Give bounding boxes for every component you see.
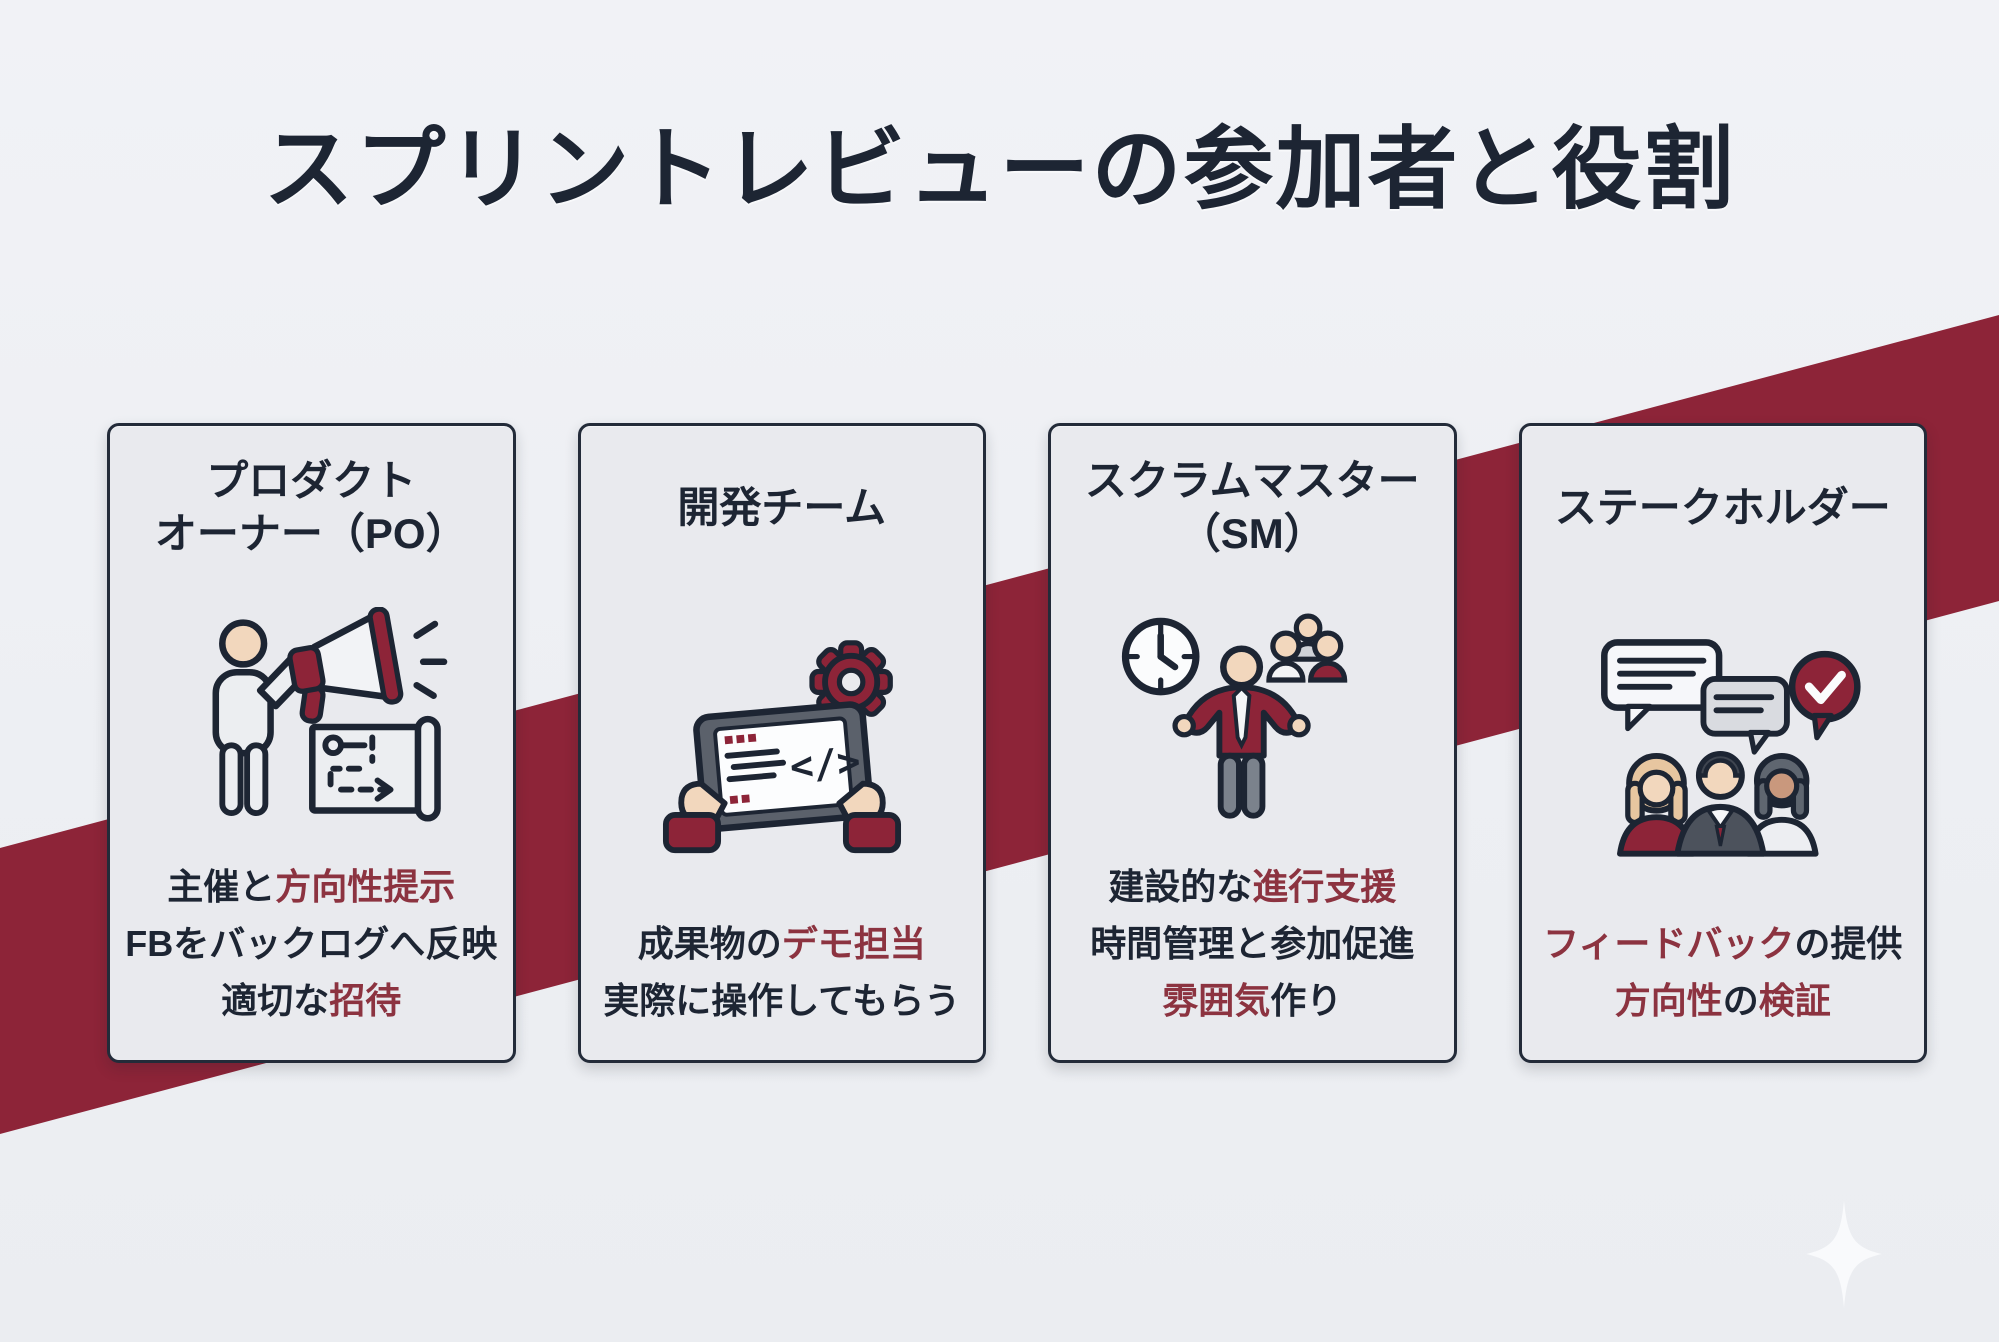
text-segment: FBをバックログへ反映 — [125, 923, 498, 965]
body-line: 適切な招待 — [116, 973, 507, 1030]
card-dev-team-icon-zone: </> — [581, 576, 984, 916]
chat-bubble-small — [1700, 676, 1790, 755]
stakeholder-man-center — [1674, 751, 1767, 857]
body-line: 実際に操作してもらう — [587, 973, 978, 1030]
card-scrum-master-icon-zone — [1051, 576, 1454, 859]
check-mark — [1804, 670, 1846, 705]
stakeholder-group — [1616, 751, 1819, 857]
facilitator-figure — [1172, 645, 1311, 819]
roadmap-scroll — [309, 715, 442, 822]
stakeholder-woman-right — [1744, 752, 1819, 857]
facilitator-clock-team-icon — [1122, 613, 1348, 819]
body-line: 建設的な進行支援 — [1057, 859, 1448, 916]
title-line: スクラムマスター — [1084, 457, 1420, 505]
card-stakeholder-body: フィードバックの提供 方向性の検証 — [1522, 916, 1925, 1060]
page-title: スプリントレビューの参加者と役割 — [263, 120, 1736, 220]
text-segment-accent: フィードバック — [1543, 923, 1795, 965]
card-stakeholder-title: ステークホルダー — [1522, 426, 1925, 576]
body-line: 主催と方向性提示 — [116, 859, 507, 916]
text-segment: 適切な — [221, 980, 330, 1022]
card-product-owner-title: プロダクト オーナー（PO） — [110, 426, 513, 576]
text-segment-accent: デモ担当 — [781, 923, 926, 965]
stakeholder-woman-left — [1616, 752, 1696, 857]
title-line: プロダクト — [206, 457, 417, 505]
text-segment: 作り — [1270, 980, 1343, 1022]
person-megaphone-roadmap-icon — [212, 606, 448, 822]
card-product-owner-body: 主催と方向性提示 FBをバックログへ反映 適切な招待 — [110, 859, 513, 1060]
body-line: フィードバックの提供 — [1528, 916, 1919, 973]
card-scrum-master-title: スクラムマスター （SM） — [1051, 426, 1454, 576]
text-segment: の提供 — [1794, 923, 1903, 965]
chat-bubble-large — [1600, 639, 1723, 732]
code-bracket-glyph: </> — [788, 740, 862, 791]
clock — [1122, 617, 1200, 696]
text-segment-accent: 進行支援 — [1252, 866, 1397, 908]
text-segment: 主催と — [167, 866, 276, 908]
megaphone — [287, 606, 404, 724]
person-figure — [212, 619, 308, 816]
text-segment: 時間管理と参加促進 — [1090, 923, 1415, 965]
text-segment-accent: 雰囲気 — [1162, 980, 1271, 1022]
title-line: ステークホルダー — [1554, 483, 1891, 531]
text-segment: 成果物の — [637, 923, 782, 965]
text-segment-accent: 招待 — [329, 980, 402, 1022]
code-dots — [724, 733, 757, 805]
people-chat-check-icon — [1600, 639, 1861, 857]
card-product-owner: プロダクト オーナー（PO） — [107, 423, 516, 1063]
card-dev-team-title: 開発チーム — [581, 426, 984, 576]
dashed-route — [327, 734, 389, 795]
gear — [809, 640, 893, 724]
hands-tablet-code-gear-icon: </> — [662, 640, 901, 854]
mini-team — [1266, 613, 1348, 683]
card-stakeholder: ステークホルダー — [1518, 423, 1927, 1063]
text-segment-accent: 検証 — [1758, 980, 1831, 1022]
text-segment: 実際に操作してもらう — [603, 980, 961, 1022]
card-dev-team: 開発チーム — [577, 423, 986, 1063]
card-scrum-master-body: 建設的な進行支援 時間管理と参加促進 雰囲気作り — [1051, 859, 1454, 1060]
card-dev-team-body: 成果物のデモ担当 実際に操作してもらう — [581, 916, 984, 1060]
right-hand — [836, 781, 901, 854]
card-stakeholder-icon-zone — [1522, 576, 1925, 916]
text-segment-accent: 方向性提示 — [275, 866, 456, 908]
sparkle-star-icon — [1806, 1200, 1882, 1308]
title-line: （SM） — [1178, 510, 1326, 557]
text-segment-accent: 方向性 — [1614, 980, 1723, 1022]
route-arrow — [374, 777, 394, 802]
body-line: 成果物のデモ担当 — [587, 916, 978, 973]
card-product-owner-icon-zone — [110, 576, 513, 859]
title-line: オーナー（PO） — [154, 510, 468, 557]
body-line: 時間管理と参加促進 — [1057, 916, 1448, 973]
body-line: FBをバックログへ反映 — [116, 916, 507, 973]
sound-rays — [413, 620, 448, 699]
title-line: 開発チーム — [677, 483, 887, 531]
tablet: </> — [692, 701, 874, 833]
check-badge — [1788, 650, 1861, 741]
code-lines — [724, 748, 786, 783]
body-line: 方向性の検証 — [1528, 973, 1919, 1030]
text-segment: の — [1722, 980, 1759, 1022]
body-line: 雰囲気作り — [1057, 973, 1448, 1030]
role-cards-row: プロダクト オーナー（PO） — [107, 423, 1927, 1063]
text-segment: 建設的な — [1108, 866, 1253, 908]
left-hand — [662, 781, 728, 854]
card-scrum-master: スクラムマスター （SM） — [1048, 423, 1457, 1063]
